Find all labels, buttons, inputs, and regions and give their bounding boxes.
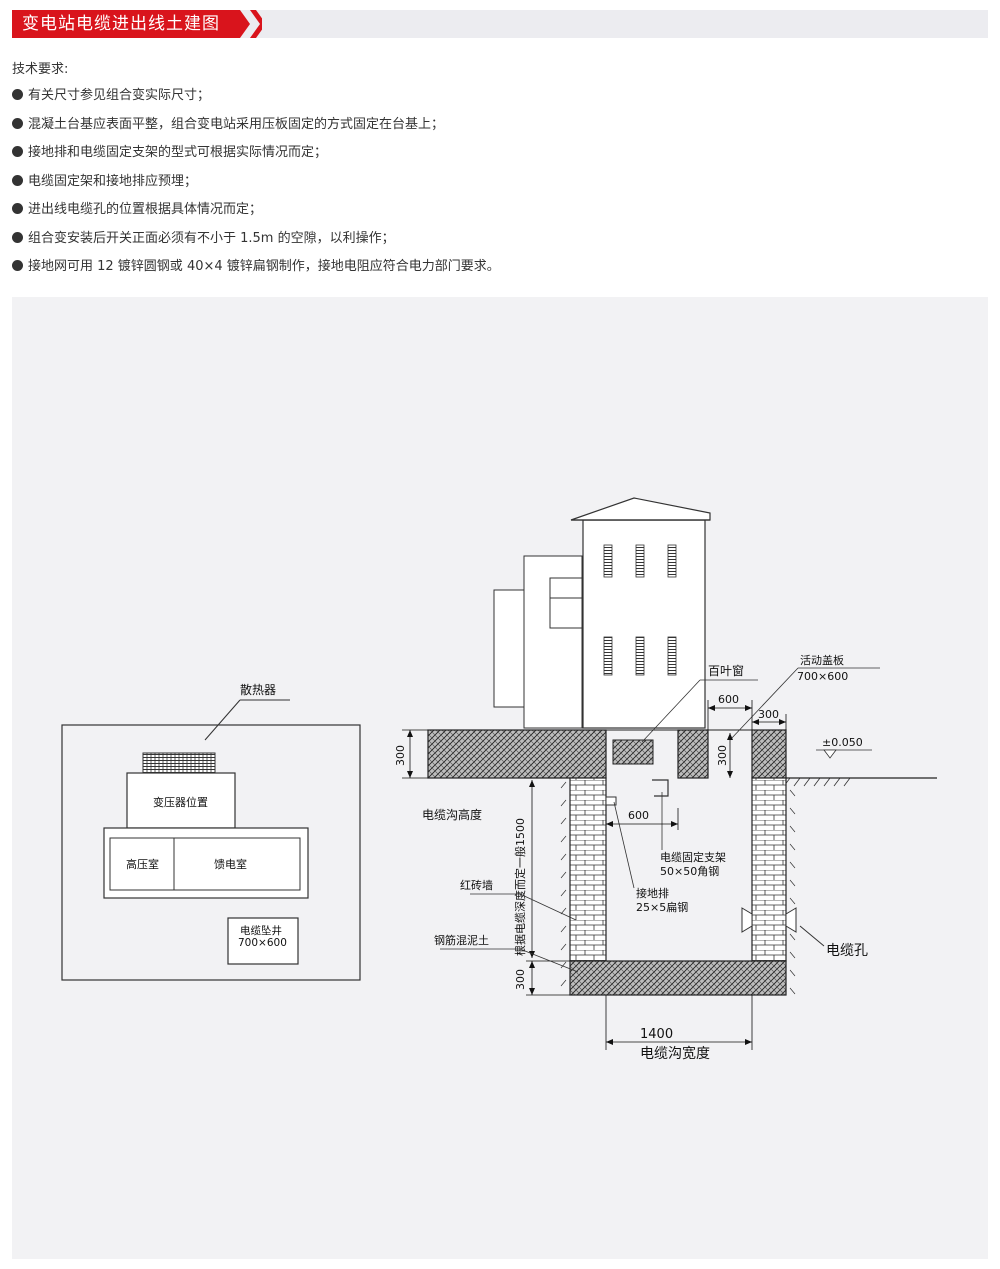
cable-pit-size: 700×600: [238, 937, 287, 949]
bullet-icon: [12, 117, 23, 129]
requirements-list: 有关尺寸参见组合变实际尺寸； 混凝土台基应表面平整，组合变电站采用压板固定的方式…: [12, 86, 500, 286]
requirement-item: 组合变安装后开关正面必须有不小于 1.5m 的空隙，以利操作；: [12, 229, 500, 258]
concrete-leader-2: [519, 948, 579, 973]
ground-bar-leader: [613, 801, 635, 889]
cable-pit-box: [227, 917, 299, 965]
requirement-text: 进出线电缆孔的位置根据具体情况而定；: [28, 202, 263, 217]
side-panel-back: [493, 589, 525, 708]
dim-300-bottom-label: 300: [514, 969, 527, 990]
plan-outline: [61, 724, 361, 981]
cable-hole-outer: [785, 907, 797, 933]
radiator-leader: [204, 699, 241, 741]
base-slab-middle: [677, 729, 709, 779]
depth-note: 根据电缆深度而定一般1500: [513, 818, 527, 956]
ground-bar-clip: [605, 796, 617, 806]
side-panel: [523, 555, 583, 729]
lower-vent: [667, 636, 677, 676]
requirement-text: 有关尺寸参见组合变实际尺寸；: [28, 88, 211, 103]
hv-room-label: 高压室: [126, 857, 159, 871]
requirement-item: 混凝土台基应表面平整，组合变电站采用压板固定的方式固定在台基上；: [12, 115, 500, 144]
requirements-title: 技术要求:: [12, 62, 69, 77]
ground-bar-spec: 25×5扁钢: [636, 901, 688, 914]
requirement-item: 进出线电缆孔的位置根据具体情况而定；: [12, 200, 500, 229]
side-panel-inset: [549, 577, 583, 629]
requirement-item: 接地网可用 12 镀锌圆钢或 40×4 镀锌扁钢制作，接地电阻应符合电力部门要求…: [12, 257, 500, 286]
base-slab-right: [751, 729, 787, 779]
bullet-icon: [12, 260, 23, 271]
brick-wall-leader-2: [519, 893, 577, 921]
requirement-item: 电缆固定架和接地排应预埋；: [12, 172, 500, 201]
base-slab-left: [427, 729, 607, 779]
dim-600-mid-label: 600: [628, 809, 649, 822]
upper-vent: [635, 544, 645, 578]
bracket-spec: 50×50角钢: [660, 865, 719, 878]
cable-hole-label: 电缆孔: [826, 943, 868, 959]
upper-vent: [603, 544, 613, 578]
cable-pit-name: 电缆坠井: [240, 924, 282, 937]
section-view: 电缆孔 百叶窗 活动盖板 700×600 600 300 300 300 ±0.…: [394, 497, 937, 1062]
requirement-text: 电缆固定架和接地排应预埋；: [28, 173, 198, 189]
movable-cover-label: 活动盖板: [800, 653, 844, 667]
cable-hole-leader: [799, 925, 825, 947]
requirement-item: 有关尺寸参见组合变实际尺寸；: [12, 86, 500, 115]
cable-hole-inner: [741, 907, 753, 933]
trench-height-label: 电缆沟高度: [422, 807, 482, 822]
ground-hatch: [783, 777, 851, 787]
building-roof: [570, 497, 711, 521]
bullet-icon: [12, 89, 23, 100]
ground-bar-name: 接地排: [636, 886, 669, 900]
elevation-marker: [823, 749, 837, 759]
concrete-floor: [569, 960, 787, 996]
soil-edge-left: [560, 781, 567, 987]
page-title: 变电站电缆进出线土建图: [22, 14, 220, 34]
requirement-text: 接地排和电缆固定支架的型式可根据实际情况而定；: [28, 145, 328, 160]
bracket-name: 电缆固定支架: [660, 850, 726, 864]
bullet-icon: [12, 203, 23, 214]
lower-vent: [635, 636, 645, 676]
dim-300-right-label: 300: [716, 745, 729, 766]
reinforced-concrete-label: 钢筋混泥土: [434, 933, 489, 947]
switch-box-inner: [109, 837, 301, 891]
louver-label: 百叶窗: [708, 664, 744, 678]
header-title-background: [12, 10, 262, 38]
requirement-text: 组合变安装后开关正面必须有不小于 1.5m 的空隙，以利操作；: [28, 230, 395, 246]
bullet-icon: [12, 231, 23, 243]
bullet-icon: [12, 174, 23, 186]
switch-box-outer: [103, 827, 309, 899]
transformer-box: [126, 772, 236, 829]
bullet-icon: [12, 146, 23, 157]
right-brick-wall: [751, 777, 787, 962]
lower-vent: [603, 636, 613, 676]
movable-cover-size: 700×600: [797, 670, 848, 683]
radiator-grille-lines: [146, 753, 212, 773]
dim-300-top-label: 300: [758, 708, 779, 721]
radiator-label: 散热器: [240, 682, 276, 697]
louver-grille: [612, 739, 654, 765]
requirement-item: 接地排和电缆固定支架的型式可根据实际情况而定；: [12, 143, 500, 172]
transformer-label: 变压器位置: [153, 795, 208, 809]
upper-vent: [667, 544, 677, 578]
cable-bracket: [652, 779, 669, 797]
cover-leader: [729, 667, 799, 741]
red-brick-wall-label: 红砖墙: [460, 878, 493, 892]
requirement-text: 混凝土台基应表面平整，组合变电站采用压板固定的方式固定在台基上；: [28, 116, 445, 132]
dim-600-top-label: 600: [718, 693, 739, 706]
width-label: 电缆沟宽度: [640, 1045, 710, 1062]
dim-300-left-label: 300: [394, 745, 407, 766]
louver-leader: [641, 679, 701, 743]
left-brick-wall: [569, 777, 607, 962]
plan-view: 散热器 变压器位置 高压室 馈电室 电缆坠井 700×600: [61, 682, 361, 981]
feeder-room-label: 馈电室: [214, 857, 247, 871]
elevation-label: ±0.050: [822, 736, 863, 749]
width-value: 1400: [640, 1027, 673, 1042]
soil-edge-right: [789, 789, 796, 995]
requirement-text: 接地网可用 12 镀锌圆钢或 40×4 镀锌扁钢制作，接地电阻应符合电力部门要求…: [28, 259, 500, 274]
